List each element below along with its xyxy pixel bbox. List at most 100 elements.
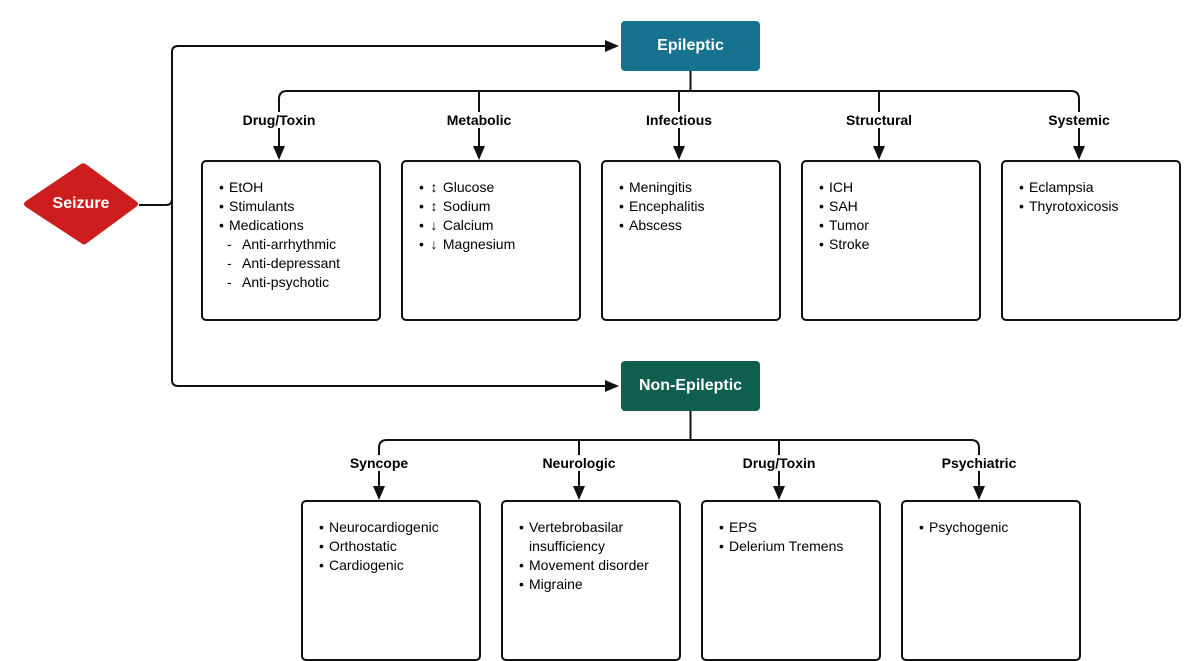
category-label: Psychiatric (939, 455, 1019, 471)
item-list: •Neurocardiogenic•Orthostatic•Cardiogeni… (319, 518, 471, 575)
list-item: • Stroke (819, 235, 971, 254)
category-label: Structural (843, 112, 915, 128)
item-text: Anti-arrhythmic (242, 236, 337, 252)
list-item: • Encephalitis (619, 197, 771, 216)
item-text: Eclampsia (1029, 179, 1094, 195)
category-box: •Neurocardiogenic•Orthostatic•Cardiogeni… (301, 500, 481, 661)
arrow-head-epileptic (605, 40, 619, 52)
category-arrow-head (573, 486, 585, 500)
item-list: •EtOH•Stimulants•Medications-Anti-arrhyt… (219, 178, 371, 292)
list-item: • Medications (219, 216, 371, 235)
bullet-icon: • (819, 198, 824, 214)
category-arrow-head (873, 146, 885, 160)
bullet-icon: • (219, 217, 224, 233)
dash-marker: - (227, 255, 232, 271)
category-arrow-head (473, 146, 485, 160)
down-arrow-icon: ↓ (430, 236, 438, 252)
item-list: •Meningitis•Encephalitis•Abscess (619, 178, 771, 235)
list-item: •↕ Sodium (419, 197, 571, 216)
item-text: insufficiency (529, 538, 606, 554)
branch-header-non-epileptic: Non-Epileptic (621, 361, 760, 411)
bullet-icon: • (319, 557, 324, 573)
list-item: -Anti-depressant (219, 254, 371, 273)
bullet-icon: • (519, 576, 524, 592)
item-text: Anti-psychotic (242, 274, 330, 290)
item-list: •ICH•SAH•Tumor•Stroke (819, 178, 971, 254)
item-text: Migraine (529, 576, 583, 592)
list-item: •Psychogenic (919, 518, 1071, 537)
item-text: Stroke (829, 236, 870, 252)
item-text: Cardiogenic (329, 557, 404, 573)
up-down-arrow-icon: ↕ (430, 198, 438, 214)
item-text: EtOH (229, 179, 264, 195)
category-box: •ICH•SAH•Tumor•Stroke (801, 160, 981, 321)
item-text: Movement disorder (529, 557, 649, 573)
dash-marker: - (227, 274, 232, 290)
bullet-icon: • (519, 557, 524, 573)
item-text: Medications (229, 217, 304, 233)
bullet-icon: • (619, 198, 624, 214)
item-text: Vertebrobasilar (529, 519, 624, 535)
category-arrow-head (1073, 146, 1085, 160)
category-label: Drug/Toxin (740, 455, 818, 471)
list-item: • Migraine (519, 575, 671, 594)
list-item: • ↓ Magnesium (419, 235, 571, 254)
item-text: Orthostatic (329, 538, 397, 554)
item-text: Stimulants (229, 198, 295, 214)
category-arrow-head (773, 486, 785, 500)
item-list: •↕ Glucose•↕ Sodium•↓ Calcium•↓ Magnesiu… (419, 178, 571, 254)
category-label: Metabolic (444, 112, 514, 128)
bullet-icon: • (419, 217, 424, 233)
bullet-icon: • (419, 236, 424, 252)
list-item: • Tumor (819, 216, 971, 235)
item-text: Delerium Tremens (729, 538, 844, 554)
bullet-icon: • (719, 519, 724, 535)
list-item: •↕ Glucose (419, 178, 571, 197)
down-arrow-icon: ↓ (430, 217, 438, 233)
root-label: Seizure (52, 195, 110, 212)
branch-line-non-epileptic (171, 379, 607, 387)
item-text: Encephalitis (629, 198, 705, 214)
list-item: • Meningitis (619, 178, 771, 197)
category-box: •Eclampsia•Thyrotoxicosis (1001, 160, 1181, 321)
item-list: • Vertebrobasilar insufficiency • Movement d… (519, 518, 671, 594)
item-text: Glucose (442, 179, 495, 195)
branch-line-epileptic (171, 45, 607, 53)
bullet-icon: • (819, 236, 824, 252)
item-text: EPS (729, 519, 758, 535)
category-box: •Meningitis•Encephalitis•Abscess (601, 160, 781, 321)
trunk-join-line (165, 198, 173, 206)
list-item: •Eclampsia (1019, 178, 1171, 197)
category-bus-line-non-epileptic (378, 439, 980, 449)
list-item: insufficiency (519, 537, 671, 556)
list-item: •Thyrotoxicosis (1019, 197, 1171, 216)
list-item: • Orthostatic (319, 537, 471, 556)
item-list: • EPS • Delerium Tremens (719, 518, 871, 556)
item-list: •Psychogenic (919, 518, 1071, 537)
item-text: Meningitis (629, 179, 693, 195)
bullet-icon: • (619, 179, 624, 195)
category-label: Infectious (643, 112, 715, 128)
item-text: Magnesium (442, 236, 516, 252)
category-box: • Vertebrobasilar insufficiency • Movement d… (501, 500, 681, 661)
bullet-icon: • (819, 217, 824, 233)
list-item: • Movement disorder (519, 556, 671, 575)
category-arrow-head (973, 486, 985, 500)
category-label: Systemic (1046, 112, 1112, 128)
category-box: • EPS • Delerium Tremens (701, 500, 881, 661)
connector-lines (139, 40, 1085, 500)
list-item: •SAH (819, 197, 971, 216)
bullet-icon: • (719, 538, 724, 554)
category-arrow-head (373, 486, 385, 500)
item-text: Tumor (829, 217, 869, 233)
bullet-icon: • (219, 179, 224, 195)
bullet-icon: • (219, 198, 224, 214)
category-arrow-head (673, 146, 685, 160)
item-text: Sodium (442, 198, 491, 214)
item-text: Abscess (629, 217, 682, 233)
root-node-seizure: Seizure (22, 162, 140, 246)
bullet-icon: • (319, 538, 324, 554)
list-item: • EPS (719, 518, 871, 537)
bullet-icon: • (519, 519, 524, 535)
